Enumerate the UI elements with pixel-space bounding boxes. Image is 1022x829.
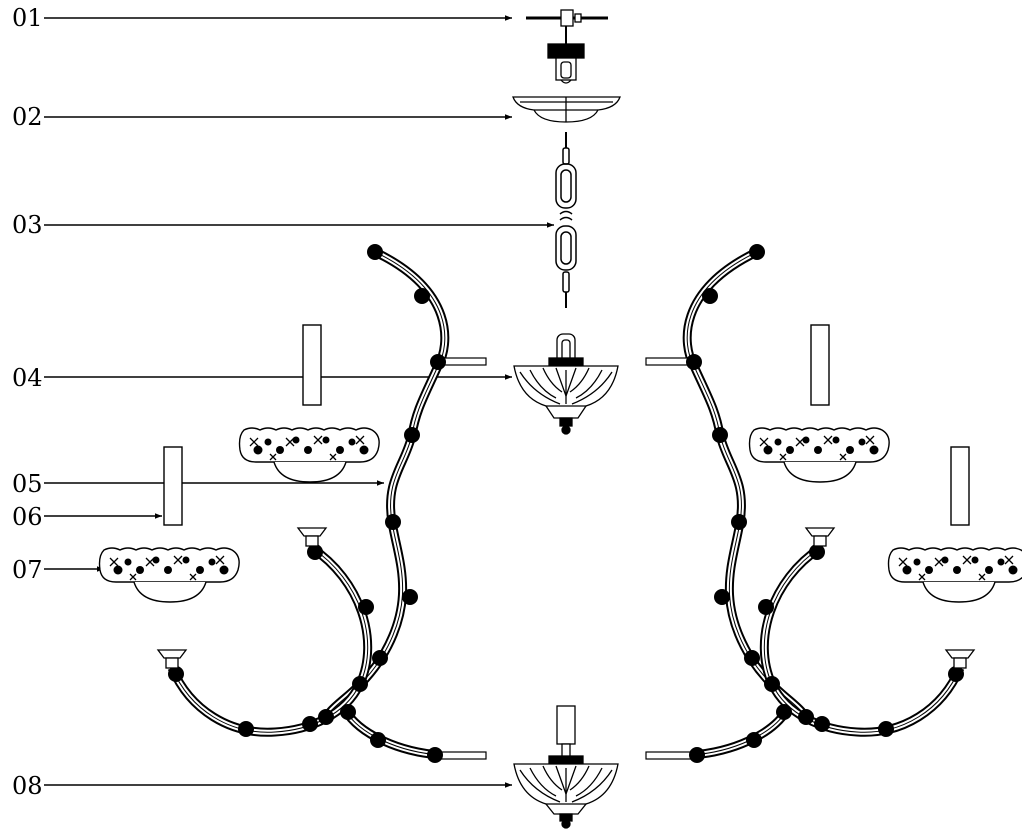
left-candle-cups [156,527,328,669]
callout-01: 01 [12,4,512,32]
part-label-02: 02 [12,103,43,131]
candle-sleeves [163,324,970,526]
glass-bowl-upper-right [748,427,890,483]
candle-sleeve-lower-right [950,446,970,526]
chain [555,132,577,308]
part-label-05: 05 [12,470,43,498]
left-upper-arm-knots [367,244,446,666]
left-upper-arm [326,247,487,716]
part-label-01: 01 [12,4,43,32]
part-label-06: 06 [12,503,43,531]
callout-03: 03 [12,211,554,239]
glass-bowl-upper-left [238,427,380,483]
callouts: 01 02 03 04 05 06 07 08 [12,4,554,800]
left-lower-arm-knots [168,544,443,763]
canopy [512,96,621,123]
candle-sleeve-upper-right [810,324,830,406]
glass-bowls [98,427,1022,603]
callout-02: 02 [12,103,512,131]
callout-08: 08 [12,772,512,800]
lower-center-bowl [513,705,619,829]
upper-center-bowl [513,333,619,435]
part-label-04: 04 [12,364,43,392]
part-label-03: 03 [12,211,43,239]
candle-sleeve-lower-left [163,446,183,526]
candle-sleeve-upper-left [302,324,322,406]
callout-06: 06 [12,503,162,531]
right-arms [645,244,976,763]
glass-bowl-lower-right [887,547,1022,603]
glass-bowl-lower-left [98,547,240,603]
callout-07: 07 [12,556,104,584]
part-label-08: 08 [12,772,43,800]
part-label-07: 07 [12,556,43,584]
ceiling-mount-hook [526,9,608,84]
callout-05: 05 [12,470,384,498]
